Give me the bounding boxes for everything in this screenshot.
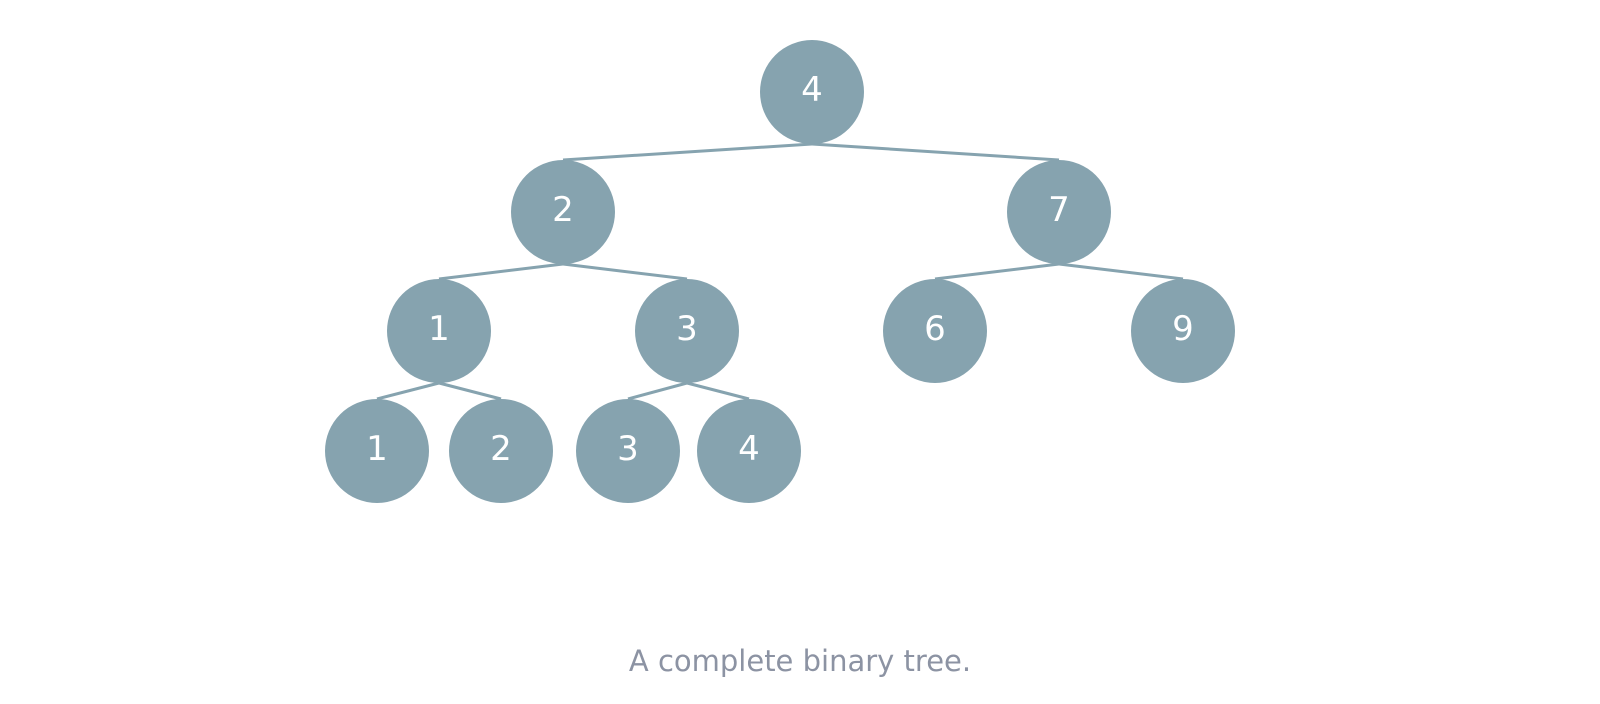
tree-node-circle (697, 399, 801, 503)
tree-edge-n3-n8 (438, 381, 502, 401)
tree-node: 6 (883, 279, 987, 383)
tree-node-label: 6 (924, 309, 946, 349)
tree-node-circle (1007, 160, 1111, 264)
tree-node: 2 (511, 160, 615, 264)
tree-edge-n0-n1 (562, 142, 813, 162)
tree-node-circle (511, 160, 615, 264)
tree-node-label: 2 (490, 429, 512, 469)
tree-edge-n4-n9 (627, 381, 688, 401)
tree-edge-n1-n4 (562, 262, 688, 281)
tree-node-circle (1131, 279, 1235, 383)
tree-node: 7 (1007, 160, 1111, 264)
tree-edge-n2-n6 (1058, 262, 1184, 281)
tree-node-circle (387, 279, 491, 383)
tree-node: 3 (576, 399, 680, 503)
tree-edge-n0-n2 (811, 142, 1060, 162)
tree-node-label: 7 (1048, 190, 1070, 230)
tree-edge-n1-n3 (438, 262, 564, 281)
tree-node-label: 3 (617, 429, 639, 469)
tree-node-label: 1 (366, 429, 388, 469)
tree-node: 1 (325, 399, 429, 503)
tree-node: 4 (760, 40, 864, 144)
tree-node-label: 9 (1172, 309, 1194, 349)
tree-edge-n4-n10 (686, 381, 750, 401)
tree-node-circle (760, 40, 864, 144)
tree-node-circle (576, 399, 680, 503)
tree-node: 4 (697, 399, 801, 503)
tree-node: 1 (387, 279, 491, 383)
tree-node: 9 (1131, 279, 1235, 383)
tree-node-circle (883, 279, 987, 383)
tree-node: 3 (635, 279, 739, 383)
tree-node-circle (635, 279, 739, 383)
tree-node: 2 (449, 399, 553, 503)
diagram-caption: A complete binary tree. (628, 644, 972, 678)
tree-node-label: 1 (428, 309, 450, 349)
tree-edge-n2-n5 (934, 262, 1060, 281)
tree-node-circle (325, 399, 429, 503)
tree-node-label: 2 (552, 190, 574, 230)
edges-layer (376, 142, 1184, 401)
tree-node-circle (449, 399, 553, 503)
tree-node-label: 4 (801, 70, 823, 110)
tree-edge-n3-n7 (376, 381, 440, 401)
tree-node-label: 4 (738, 429, 760, 469)
tree-node-label: 3 (676, 309, 698, 349)
